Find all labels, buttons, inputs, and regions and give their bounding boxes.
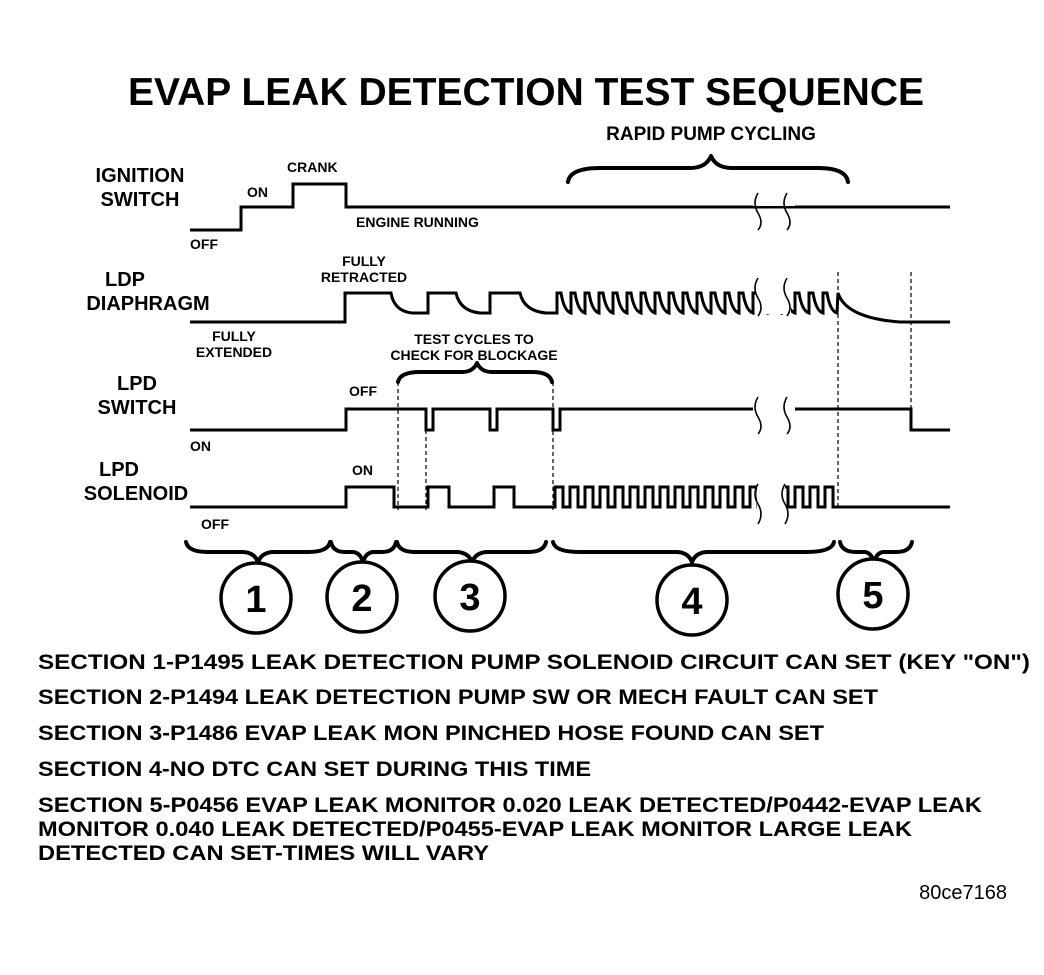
lpd-switch-on-label: ON [190,438,211,454]
note-section-5-line3: DETECTED CAN SET-TIMES WILL VARY [38,842,489,865]
rapid-pump-cycling-brace [566,154,850,184]
alignment-dashed-lines [397,272,912,510]
ldp-diaphragm-waveform [190,291,950,324]
section-3-circle [433,559,507,633]
ldp-diaphragm-row: LDP DIAPHRAGM FULLY RETRACTED FULLY EXTE… [86,253,950,360]
section-4-circle [655,563,729,637]
section-5-number: 5 [862,575,883,617]
lpd-solenoid-waveform [190,485,950,509]
rapid-pump-cycling-label: RAPID PUMP CYCLING [606,124,816,145]
ldp-diaphragm-label-line2: DIAPHRAGM [86,293,209,315]
section-4-number: 4 [681,581,702,623]
fully-extended-label-line2: EXTENDED [196,344,272,360]
note-section-2: SECTION 2-P1494 LEAK DETECTION PUMP SW O… [38,686,878,709]
ignition-off-label: OFF [190,236,218,252]
note-section-5-line1: SECTION 5-P0456 EVAP LEAK MONITOR 0.020 … [38,794,982,817]
ignition-switch-row: IGNITION SWITCH OFF ON CRANK ENGINE RUNN… [96,159,950,252]
lpd-solenoid-label-line2: SOLENOID [84,483,188,505]
ignition-switch-label-line1: IGNITION [96,165,185,187]
note-section-3: SECTION 3-P1486 EVAP LEAK MON PINCHED HO… [38,722,824,745]
note-section-5-line2: MONITOR 0.040 LEAK DETECTED/P0455-EVAP L… [38,818,912,841]
ignition-time-break [753,192,795,231]
test-cycles-brace [396,361,554,384]
test-cycles-label-line1: TEST CYCLES TO [414,331,534,347]
diaphragm-time-break [754,277,791,317]
switch-time-break [753,396,795,435]
diagram-title: EVAP LEAK DETECTION TEST SEQUENCE [128,71,924,114]
section-5-circle [836,557,910,631]
section-3-brace [395,540,548,564]
section-4-brace [551,540,836,564]
lpd-switch-waveform [190,407,950,432]
section-notes: SECTION 1-P1495 LEAK DETECTION PUMP SOLE… [38,651,1030,865]
lpd-switch-off-label: OFF [349,383,377,399]
fully-retracted-label-line2: RETRACTED [321,269,407,285]
lpd-switch-label-line2: SWITCH [98,397,177,419]
ignition-switch-waveform [190,182,950,232]
ignition-switch-label-line2: SWITCH [101,189,180,211]
lpd-solenoid-row: LPD SOLENOID ON OFF [84,459,950,532]
ldp-diaphragm-label-line1: LDP [105,269,145,291]
section-2-circle [325,560,399,634]
lpd-switch-row: LPD SWITCH OFF ON [98,373,950,454]
section-1-circle [219,561,293,635]
fully-retracted-label-line1: FULLY [342,253,386,269]
section-3-number: 3 [459,577,480,619]
section-markers: 1 2 3 4 5 [219,557,910,637]
ignition-engine-running-label: ENGINE RUNNING [356,214,479,230]
section-2-brace [329,540,398,564]
lpd-solenoid-off-label: OFF [201,516,229,532]
figure-id: 80ce7168 [919,882,1007,904]
section-1-number: 1 [245,579,266,621]
note-section-4: SECTION 4-NO DTC CAN SET DURING THIS TIM… [38,758,591,781]
note-section-1: SECTION 1-P1495 LEAK DETECTION PUMP SOLE… [38,651,1030,674]
section-1-brace [184,540,332,564]
ignition-crank-label: CRANK [287,159,338,175]
test-cycles-label-line2: CHECK FOR BLOCKAGE [390,347,557,363]
lpd-solenoid-label-line1: LPD [99,459,139,481]
solenoid-time-break [754,483,789,525]
ignition-on-label: ON [247,184,268,200]
lpd-switch-label-line1: LPD [117,373,157,395]
lpd-solenoid-on-label: ON [352,462,373,478]
fully-extended-label-line1: FULLY [212,328,256,344]
section-braces [184,540,914,564]
section-2-number: 2 [351,578,372,620]
